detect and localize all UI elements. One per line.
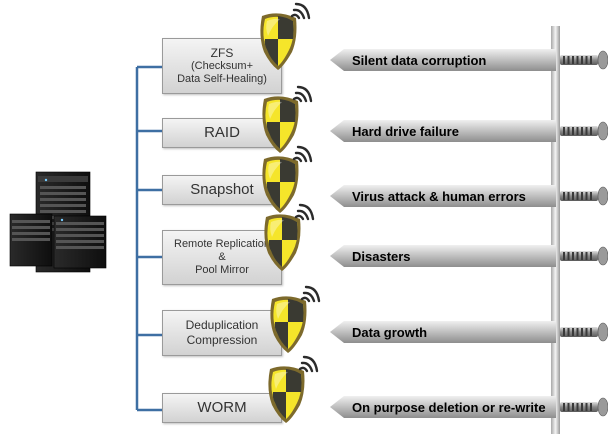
threat-label: Hard drive failure xyxy=(352,123,459,139)
threat-silent-data-corruption: Silent data corruption xyxy=(330,49,556,71)
threat-label: Virus attack & human errors xyxy=(352,188,526,204)
threat-data-growth: Data growth xyxy=(330,321,556,343)
server-icon xyxy=(9,171,107,273)
feature-remote-replication-line-3: Pool Mirror xyxy=(195,264,249,276)
threat-purpose-deletion: On purpose deletion or re-write xyxy=(330,396,556,418)
feature-raid-label: RAID xyxy=(204,124,240,141)
feature-box-deduplication: Deduplication Compression xyxy=(162,310,282,356)
feature-box-zfs: ZFS (Checksum+ Data Self-Healing) xyxy=(162,38,282,94)
nail-icon xyxy=(560,186,608,206)
nail-icon xyxy=(560,50,608,70)
nail-icon xyxy=(560,121,608,141)
connector-lines xyxy=(135,65,162,412)
feature-remote-replication-line-1: Remote Replication xyxy=(174,238,270,250)
feature-snapshot-label: Snapshot xyxy=(190,181,254,198)
threat-label: Silent data corruption xyxy=(352,52,487,68)
threat-label: Disasters xyxy=(352,248,411,264)
feature-zfs-line-3: Data Self-Healing) xyxy=(177,72,267,85)
feature-box-worm: WORM xyxy=(162,393,282,423)
wall-shaft xyxy=(551,26,560,434)
nail-icon xyxy=(560,322,608,342)
feature-zfs-line-2: (Checksum+ xyxy=(190,59,254,72)
feature-box-remote-replication: Remote Replication & Pool Mirror xyxy=(162,230,282,285)
nail-icon xyxy=(560,397,608,417)
threat-label: On purpose deletion or re-write xyxy=(352,399,546,415)
feature-remote-replication-line-2: & xyxy=(218,251,226,263)
feature-box-raid: RAID xyxy=(162,118,282,148)
feature-deduplication-line-2: Compression xyxy=(186,333,258,347)
feature-zfs-line-1: ZFS xyxy=(210,45,234,60)
feature-deduplication-line-1: Deduplication xyxy=(185,318,259,332)
threat-virus-attack: Virus attack & human errors xyxy=(330,185,556,207)
threat-hard-drive-failure: Hard drive failure xyxy=(330,120,556,142)
threat-disasters: Disasters xyxy=(330,245,556,267)
feature-box-snapshot: Snapshot xyxy=(162,175,282,205)
threat-label: Data growth xyxy=(352,324,428,340)
nail-icon xyxy=(560,246,608,266)
feature-worm-label: WORM xyxy=(197,399,247,416)
nails xyxy=(560,50,608,417)
